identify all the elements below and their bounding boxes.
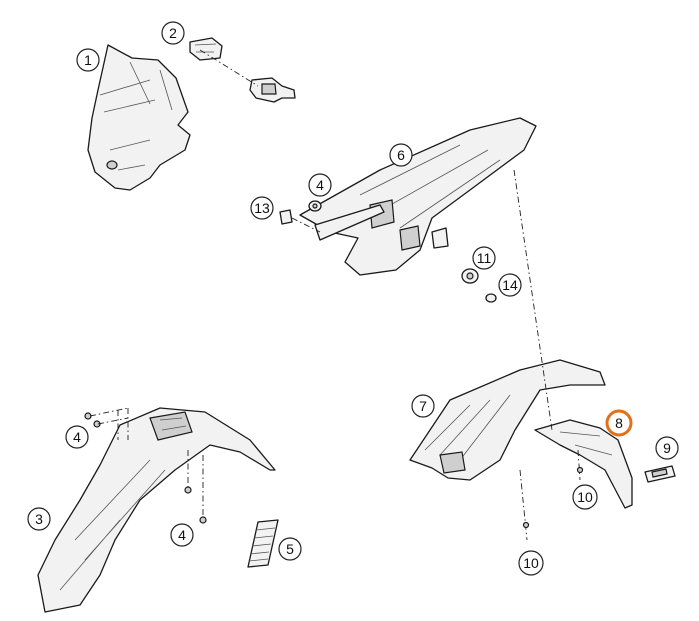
headlight-mask-part [87, 44, 191, 191]
mudguard-leader [577, 449, 581, 481]
callout-13: 13 [250, 196, 274, 220]
svg-text:14: 14 [502, 277, 518, 293]
front-fender-part [37, 407, 276, 613]
svg-text:8: 8 [615, 415, 623, 431]
svg-text:6: 6 [397, 147, 405, 163]
callout-14: 14 [498, 273, 522, 297]
cable-clip-part [189, 37, 223, 61]
washer-part [308, 200, 322, 212]
grommet-part [461, 268, 479, 284]
side-cover-part [409, 359, 606, 481]
callout-9: 9 [655, 436, 679, 460]
callout-10-mudguard: 10 [572, 484, 598, 510]
callout-11: 11 [472, 246, 496, 270]
callout-4-lower-bolts: 4 [170, 523, 194, 547]
svg-text:4: 4 [178, 527, 186, 543]
svg-text:5: 5 [286, 541, 294, 557]
callout-3: 3 [27, 507, 51, 531]
rear-fender-leader [513, 169, 553, 431]
pad-part [247, 519, 279, 568]
callout-8-highlighted[interactable]: 8 [605, 409, 633, 437]
callout-7: 7 [411, 394, 435, 418]
screw-part [279, 209, 321, 233]
switch-connector-part [249, 77, 296, 103]
svg-text:4: 4 [73, 429, 81, 445]
callout-4-front-bolts: 4 [65, 425, 89, 449]
svg-text:7: 7 [419, 398, 427, 414]
svg-text:10: 10 [577, 489, 593, 505]
svg-text:1: 1 [84, 52, 92, 68]
side-cover-leader [519, 469, 528, 541]
callout-1: 1 [76, 48, 100, 72]
nut-part [485, 293, 497, 303]
callout-2: 2 [161, 21, 185, 45]
reflector-part [644, 465, 676, 483]
rear-fender-part [299, 117, 537, 276]
mudguard-part [534, 419, 633, 509]
svg-text:3: 3 [35, 511, 43, 527]
svg-text:9: 9 [663, 440, 671, 456]
svg-text:2: 2 [169, 25, 177, 41]
svg-text:10: 10 [523, 555, 539, 571]
callout-10-side-cover: 10 [518, 550, 544, 576]
svg-text:13: 13 [254, 200, 270, 216]
callout-6: 6 [389, 143, 413, 167]
callout-4-washer: 4 [308, 173, 332, 197]
svg-text:4: 4 [316, 177, 324, 193]
callout-5: 5 [278, 537, 302, 561]
svg-text:11: 11 [477, 250, 492, 266]
front-fender-bolts [84, 407, 207, 524]
